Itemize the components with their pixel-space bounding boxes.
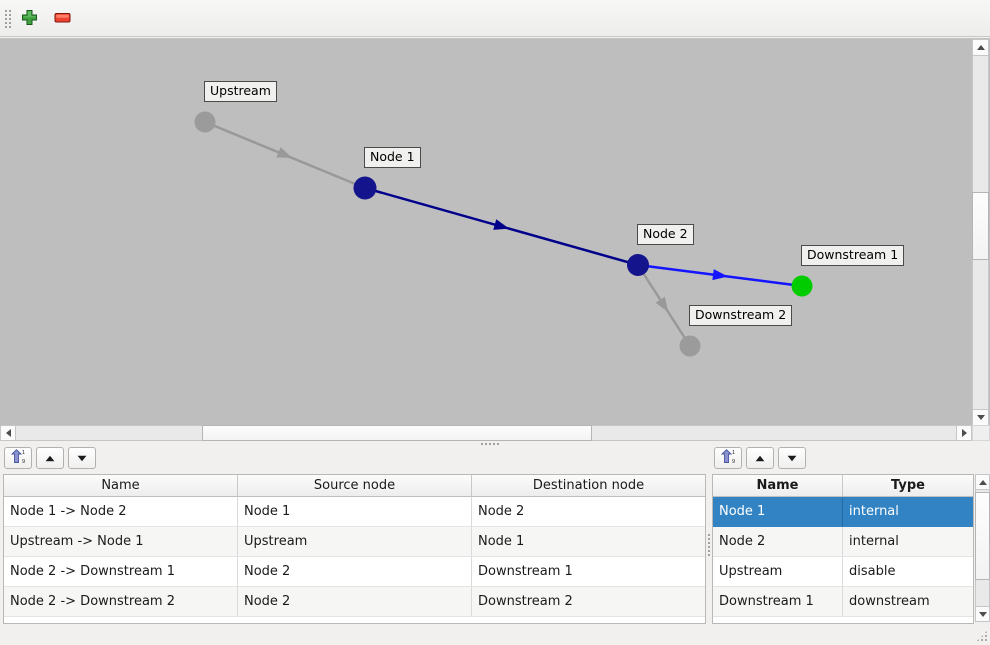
sort-ascending-icon: 1 9 xyxy=(720,449,736,467)
graph-node[interactable] xyxy=(627,254,649,276)
node-row[interactable]: Node 1 internal xyxy=(713,497,973,527)
table-cell: Node 2 -> Downstream 1 xyxy=(4,557,238,587)
canvas-horizontal-scrollbar[interactable] xyxy=(0,425,972,441)
column-header[interactable]: Name xyxy=(713,475,843,497)
minus-icon xyxy=(54,12,71,27)
down-arrow-icon xyxy=(978,611,987,617)
edge-arrowhead-icon xyxy=(655,296,669,313)
sort-ascending-icon: 1 9 xyxy=(10,449,26,467)
scrollbar-corner xyxy=(972,425,990,441)
table-cell: Node 1 xyxy=(713,497,843,527)
table-cell: Node 1 xyxy=(472,527,705,557)
window-resize-grip[interactable] xyxy=(976,630,988,642)
table-cell: Node 2 -> Downstream 2 xyxy=(4,587,238,617)
table-cell: Upstream -> Node 1 xyxy=(4,527,238,557)
table-cell: Node 1 xyxy=(238,497,472,527)
toolbar-drag-handle[interactable] xyxy=(4,9,12,29)
up-triangle-icon xyxy=(755,455,765,461)
edge-arrowhead-icon xyxy=(276,147,293,159)
node-label[interactable]: Downstream 1 xyxy=(801,245,905,266)
edge-arrowhead-icon xyxy=(493,219,510,230)
edge-arrowhead-icon xyxy=(712,269,728,281)
graph-node[interactable] xyxy=(353,176,377,200)
vertical-splitter[interactable] xyxy=(706,447,712,625)
right-arrow-icon xyxy=(961,429,967,437)
down-triangle-icon xyxy=(77,455,87,461)
table-cell: Node 2 xyxy=(472,497,705,527)
node-label[interactable]: Upstream xyxy=(204,81,277,102)
table-cell: Upstream xyxy=(713,557,843,587)
table-cell: disable xyxy=(843,557,973,587)
scroll-left-button[interactable] xyxy=(0,425,16,441)
scroll-right-button[interactable] xyxy=(956,425,972,441)
splitter-grip xyxy=(707,533,711,557)
up-arrow-icon xyxy=(976,45,985,50)
graph-svg xyxy=(194,111,813,357)
edges-move-down-button[interactable] xyxy=(68,447,96,469)
node-label[interactable]: Downstream 2 xyxy=(689,305,793,326)
up-triangle-icon xyxy=(45,455,55,461)
node-label[interactable]: Node 2 xyxy=(637,224,694,245)
horizontal-splitter[interactable] xyxy=(0,441,990,447)
main-toolbar xyxy=(0,0,990,37)
table-cell: Downstream 1 xyxy=(472,557,705,587)
table-scroll-down-button[interactable] xyxy=(975,606,990,622)
up-arrow-icon xyxy=(978,479,987,485)
node-label[interactable]: Node 1 xyxy=(364,147,421,168)
graph-node[interactable] xyxy=(679,335,701,357)
down-triangle-icon xyxy=(787,455,797,461)
splitter-grip xyxy=(480,442,500,446)
edges-sort-button[interactable]: 1 9 xyxy=(4,447,32,469)
down-arrow-icon xyxy=(976,415,985,420)
nodes-sort-button[interactable]: 1 9 xyxy=(714,447,742,469)
graph-node[interactable] xyxy=(194,111,216,133)
edges-move-up-button[interactable] xyxy=(36,447,64,469)
scroll-up-button[interactable] xyxy=(972,39,989,56)
svg-text:9: 9 xyxy=(22,459,25,464)
table-cell: Node 2 xyxy=(238,587,472,617)
table-cell: Node 2 xyxy=(238,557,472,587)
column-header[interactable]: Name xyxy=(4,475,238,497)
table-cell: Node 1 -> Node 2 xyxy=(4,497,238,527)
table-cell: downstream xyxy=(843,587,973,617)
canvas-vertical-scrollbar[interactable] xyxy=(972,39,989,425)
scroll-down-button[interactable] xyxy=(972,409,989,425)
vertical-scrollbar-thumb[interactable] xyxy=(972,192,989,260)
svg-text:1: 1 xyxy=(732,450,735,456)
nodes-table-scrollbar[interactable] xyxy=(975,474,990,622)
horizontal-scrollbar-thumb[interactable] xyxy=(202,425,592,441)
table-cell: Upstream xyxy=(238,527,472,557)
table-cell: Downstream 2 xyxy=(472,587,705,617)
plus-icon xyxy=(21,9,38,29)
nodes-move-up-button[interactable] xyxy=(746,447,774,469)
column-header[interactable]: Source node xyxy=(238,475,472,497)
table-cell: internal xyxy=(843,527,973,557)
add-button[interactable] xyxy=(17,7,41,31)
table-cell: Node 2 xyxy=(713,527,843,557)
svg-text:9: 9 xyxy=(732,459,735,464)
nodes-move-down-button[interactable] xyxy=(778,447,806,469)
column-header[interactable]: Type xyxy=(843,475,973,497)
table-cell: internal xyxy=(849,504,899,519)
svg-text:1: 1 xyxy=(22,450,25,456)
left-arrow-icon xyxy=(5,429,11,437)
table-scrollbar-thumb[interactable] xyxy=(975,492,990,580)
column-header[interactable]: Destination node xyxy=(472,475,705,497)
remove-button[interactable] xyxy=(50,7,74,31)
graph-node[interactable] xyxy=(791,275,813,297)
table-cell: Downstream 1 xyxy=(713,587,843,617)
table-scroll-up-button[interactable] xyxy=(975,474,990,490)
